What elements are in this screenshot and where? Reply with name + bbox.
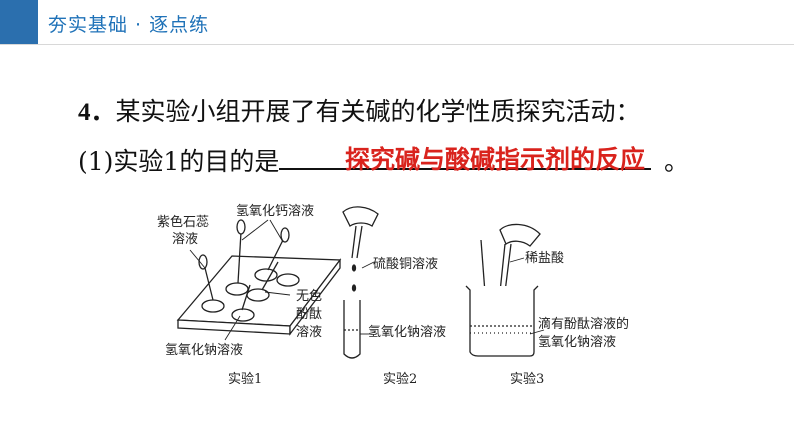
exp3-beaker	[465, 223, 545, 357]
header-rule	[0, 44, 794, 45]
exp1-label-litmus-2: 溶液	[172, 232, 198, 247]
exp1-label-phenol-1: 无色	[296, 288, 322, 304]
exp1-label-naoh: 氢氧化钠溶液	[165, 343, 243, 358]
accent-block	[0, 0, 38, 44]
question-line: 4．某实验小组开展了有关碱的化学性质探究活动：	[78, 92, 641, 128]
question-number: 4．	[78, 99, 116, 126]
exp1-label-caoh: 氢氧化钙溶液	[236, 204, 314, 219]
exp1-label-phenol-3: 溶液	[296, 325, 322, 340]
exp1-caption: 实验1	[228, 371, 262, 387]
exp2-label-cuso4: 硫酸铜溶液	[373, 257, 438, 272]
sub-question-prefix: (1)实验1的目的是	[78, 147, 280, 176]
exp1-label-phenol-2: 酚酞	[296, 307, 322, 322]
exp2-test-tube	[342, 206, 379, 359]
end-punct: 。	[664, 147, 690, 176]
exp1-label-litmus-1: 紫色石蕊	[157, 214, 209, 230]
exp3-label-mix-2: 氢氧化钠溶液	[538, 335, 616, 350]
sub-question: (1)实验1的目的是	[78, 142, 652, 178]
section-title: 夯实基础 · 逐点练	[48, 14, 210, 36]
answer-blank	[279, 146, 652, 170]
top-bar: 夯实基础 · 逐点练	[0, 0, 794, 44]
exp3-caption: 实验3	[510, 371, 544, 387]
exp2-label-naoh: 氢氧化钠溶液	[368, 325, 446, 340]
question-stem: 某实验小组开展了有关碱的化学性质探究活动：	[115, 97, 641, 126]
exp1-spot-plate	[176, 219, 342, 341]
exp3-label-hcl: 稀盐酸	[525, 251, 564, 266]
exp3-label-mix-1: 滴有酚酞溶液的	[538, 316, 629, 332]
exp2-caption: 实验2	[383, 371, 417, 387]
answer-text: 探究碱与酸碱指示剂的反应	[345, 145, 646, 174]
